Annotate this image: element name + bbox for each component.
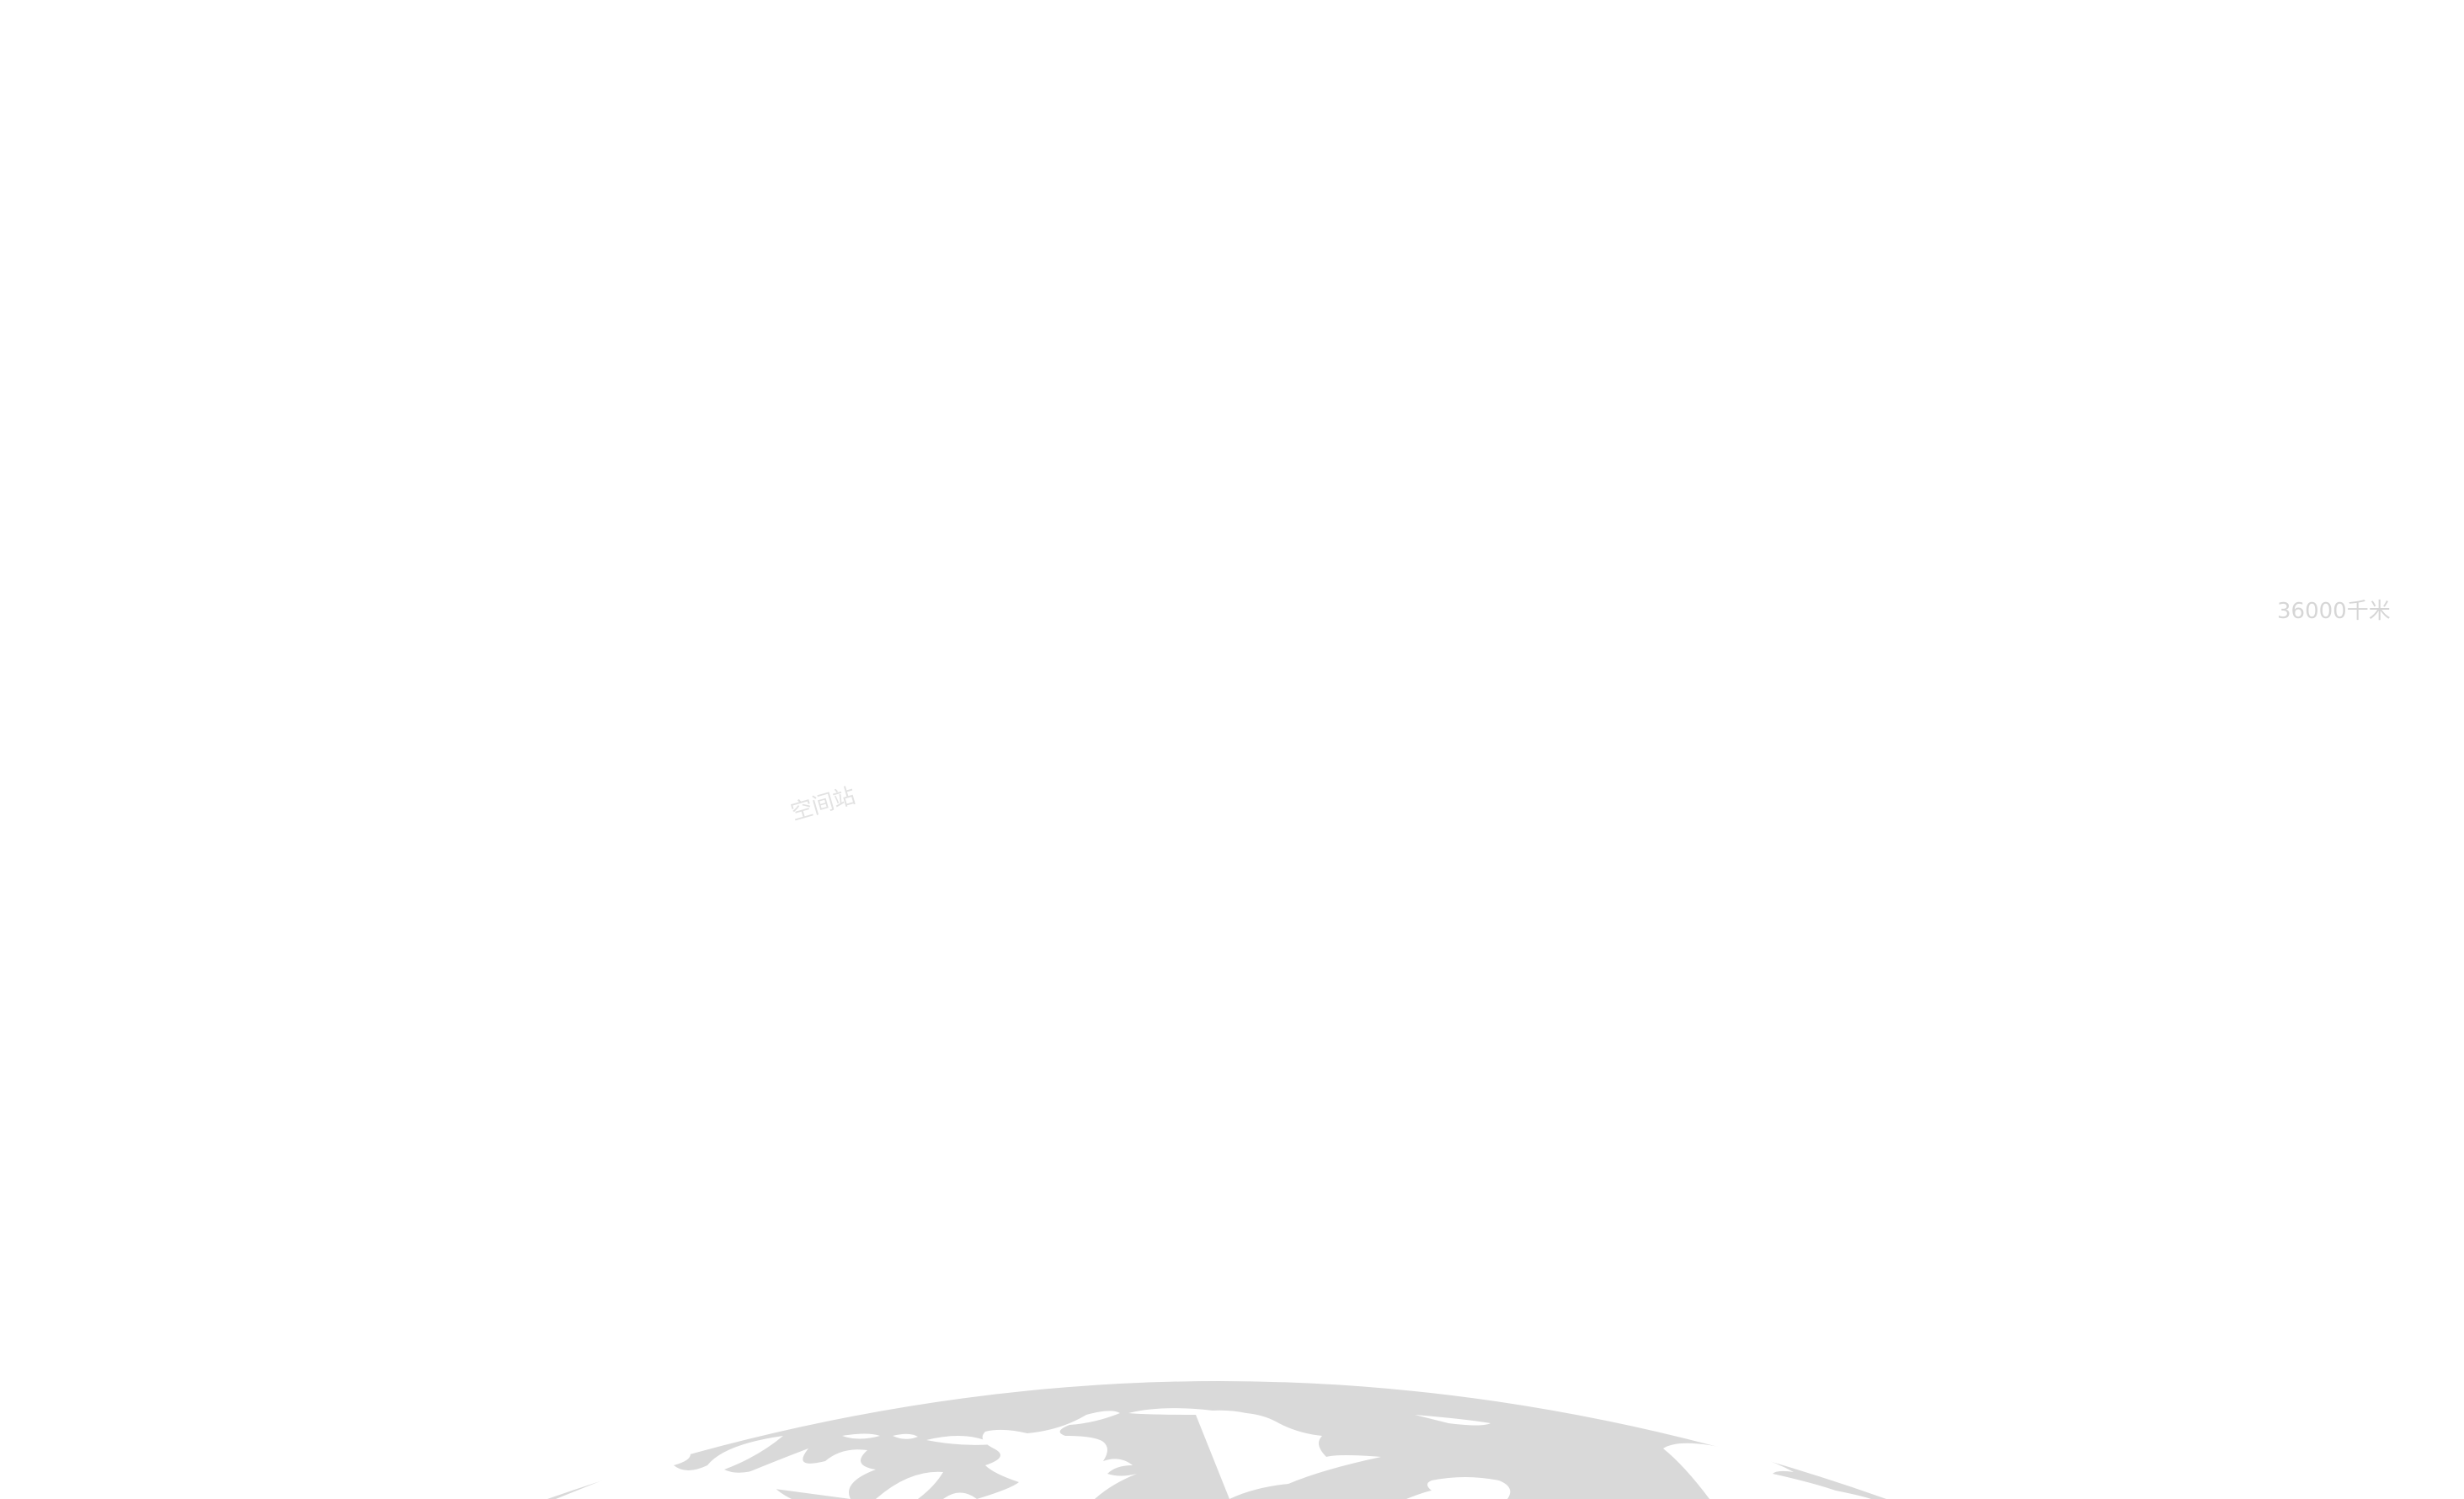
- earth-globe-icon: [547, 1381, 1886, 1499]
- geostationary-orbit-label: 36000千米: [2277, 599, 2391, 624]
- continent-gaps: [556, 1408, 1871, 1499]
- space-station-label: 空间站: [787, 783, 859, 826]
